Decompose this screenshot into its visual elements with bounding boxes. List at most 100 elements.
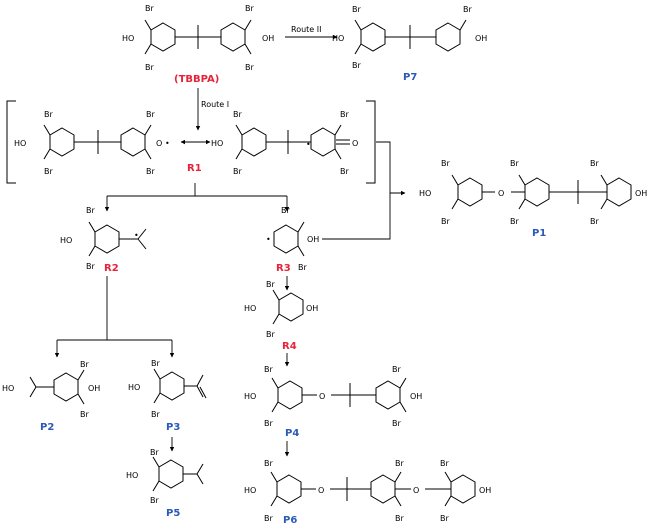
r4-ho: HO <box>244 304 256 313</box>
p7-br-3: Br <box>463 5 472 14</box>
tbbpa-ho: HO <box>122 34 134 43</box>
p4-oh: OH <box>410 392 422 401</box>
p4-br-4: Br <box>392 419 401 428</box>
p4-br-2: Br <box>264 419 273 428</box>
r2-label: R2 <box>104 263 119 274</box>
route2-label: Route II <box>291 25 321 34</box>
p1-ether-o: O <box>498 189 504 198</box>
r2-br-1: Br <box>86 206 95 215</box>
r1-to-p1-arrow <box>376 141 406 196</box>
p5-label: P5 <box>166 508 180 519</box>
p4-label: P4 <box>285 428 299 439</box>
p4-br-1: Br <box>264 365 273 374</box>
tbbpa-br-4: Br <box>245 63 254 72</box>
r4-br-1: Br <box>266 280 275 289</box>
r2-ho: HO <box>60 236 72 245</box>
p6-br-6: Br <box>440 514 449 523</box>
p3-label: P3 <box>166 422 180 433</box>
p6-br-3: Br <box>395 459 404 468</box>
p6-ho: HO <box>244 486 256 495</box>
p1-br-3: Br <box>510 159 519 168</box>
p7-label: P7 <box>403 72 417 83</box>
p7-structure: Br Br Br HO OH P7 <box>332 5 487 83</box>
r1b-br-3: Br <box>340 110 349 119</box>
r1b-br-2: Br <box>233 167 242 176</box>
p2-oh: OH <box>88 384 100 393</box>
r1-split-arrows <box>104 183 290 212</box>
tbbpa-oh: OH <box>262 34 274 43</box>
r1b-br-4: Br <box>340 167 349 176</box>
p2-br-2: Br <box>80 410 89 419</box>
r4-structure: Br Br HO OH R4 <box>244 280 318 352</box>
r3-label: R3 <box>276 263 291 274</box>
p6-br-4: Br <box>395 514 404 523</box>
r1b-o: O <box>352 139 358 148</box>
r1a-radical: • <box>165 139 170 148</box>
p1-br-1: Br <box>441 159 450 168</box>
tbbpa-structure: Br Br Br Br HO OH (TBBPA) <box>122 4 274 85</box>
r1a-br-3: Br <box>146 110 155 119</box>
p6-oh: OH <box>479 486 491 495</box>
p4-structure: Br Br Br Br HO O OH P4 <box>244 365 422 439</box>
route2-arrow: Route II <box>285 25 338 40</box>
p4-ether-o: O <box>319 392 325 401</box>
p5-br-1: Br <box>150 448 159 457</box>
tbbpa-label: (TBBPA) <box>174 74 219 85</box>
r3-structure: • Br Br OH R3 <box>266 206 319 274</box>
p6-ether-o-1: O <box>318 486 324 495</box>
p1-structure: Br Br Br Br Br Br HO O OH P1 <box>419 159 647 239</box>
p6-ether-o-2: O <box>413 486 419 495</box>
r1a-ho: HO <box>14 139 26 148</box>
tbbpa-br-3: Br <box>245 4 254 13</box>
r1a-o: O <box>156 139 162 148</box>
route1-arrow: Route I <box>195 88 229 131</box>
p5-br-2: Br <box>150 496 159 505</box>
r3-br-2: Br <box>298 263 307 272</box>
r1-left-structure: Br Br Br Br HO O • <box>14 110 170 176</box>
p4-ho: HO <box>244 392 256 401</box>
r4-oh: OH <box>306 304 318 313</box>
tbbpa-br-1: Br <box>145 4 154 13</box>
r1a-br-1: Br <box>44 110 53 119</box>
r3-radical: • <box>266 235 271 244</box>
p7-br-1: Br <box>352 5 361 14</box>
p6-br-5: Br <box>440 459 449 468</box>
p2-br-1: Br <box>80 360 89 369</box>
r4-label: R4 <box>282 341 297 352</box>
r1-right-structure: Br Br Br Br HO O • <box>211 110 358 176</box>
r1a-br-4: Br <box>146 167 155 176</box>
p3-ho: HO <box>128 383 140 392</box>
r2-structure: Br Br HO • R2 <box>60 206 147 274</box>
p6-br-1: Br <box>264 459 273 468</box>
r1-label: R1 <box>187 163 202 174</box>
r3-br-1: Br <box>281 206 290 215</box>
p6-structure: Br Br Br Br Br Br HO O O OH P6 <box>244 459 491 526</box>
p1-label: P1 <box>532 228 546 239</box>
p1-br-4: Br <box>510 217 519 226</box>
r1a-br-2: Br <box>44 167 53 176</box>
p3-structure: Br Br HO P3 <box>128 359 207 433</box>
p1-br-2: Br <box>441 217 450 226</box>
r1b-br-1: Br <box>233 110 242 119</box>
r3-oh: OH <box>307 235 319 244</box>
p1-oh: OH <box>635 189 647 198</box>
p6-br-2: Br <box>264 514 273 523</box>
p2-label: P2 <box>40 422 54 433</box>
r1b-radical: • <box>306 140 311 149</box>
r1b-ho: HO <box>211 139 223 148</box>
r2-radical: • <box>134 231 139 240</box>
p1-ho: HO <box>419 189 431 198</box>
p5-structure: Br Br HO P5 <box>126 448 204 519</box>
r2-split-arrows <box>54 276 175 358</box>
p7-oh: OH <box>475 34 487 43</box>
p5-ho: HO <box>126 471 138 480</box>
r4-br-2: Br <box>266 330 275 339</box>
p2-ho: HO <box>2 384 14 393</box>
p7-br-2: Br <box>352 61 361 70</box>
p3-br-1: Br <box>151 359 160 368</box>
tbbpa-br-2: Br <box>145 63 154 72</box>
route1-label: Route I <box>201 100 229 109</box>
p6-label: P6 <box>283 515 297 526</box>
p2-structure: HO Br Br OH P2 <box>2 360 100 433</box>
